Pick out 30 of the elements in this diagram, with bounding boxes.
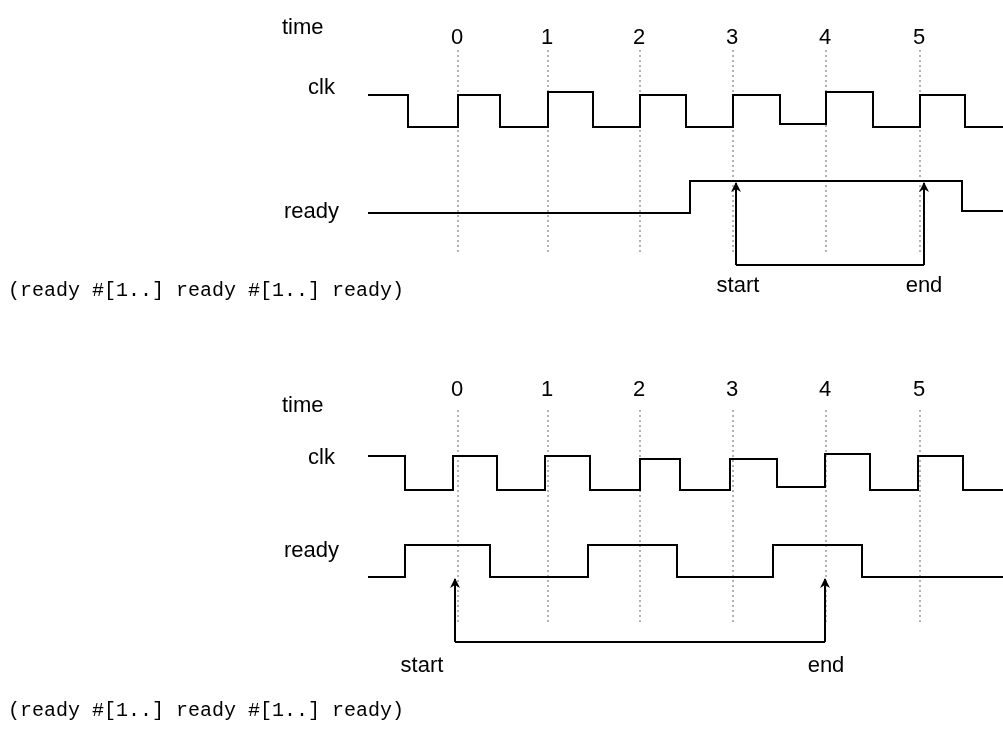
time-tick-label: 3 (726, 375, 739, 403)
marker-label: end (796, 646, 856, 678)
marker-label: start (700, 266, 776, 298)
leader-arrow (919, 182, 929, 266)
time-tick-label: 1 (541, 375, 554, 403)
marker-label: end (892, 266, 956, 298)
time-tick-label: 5 (913, 375, 926, 403)
signal-name: clk (308, 73, 335, 101)
ready-waveform (367, 180, 1003, 214)
signal-name: ready (284, 197, 340, 225)
time-tick-label: 0 (451, 375, 464, 403)
leader-arrow (731, 182, 741, 266)
time-tick-label: 4 (819, 23, 832, 51)
leader-arrow (820, 578, 830, 643)
time-tick-label: 5 (913, 23, 926, 51)
time-tick-label: 4 (819, 375, 832, 403)
sequence-expression: (ready #[1..] ready #[1..] ready) (8, 698, 405, 724)
time-tick-label: 2 (633, 375, 646, 403)
time-label: time (282, 391, 324, 419)
marker-label: start (388, 646, 456, 678)
sequence-expression: (ready #[1..] ready #[1..] ready) (8, 278, 405, 304)
leader-arrow (450, 578, 460, 643)
signal-name: ready (284, 536, 340, 564)
time-label: time (282, 13, 324, 41)
time-tick-label: 2 (633, 23, 646, 51)
time-tick-label: 1 (541, 23, 554, 51)
signal-name: clk (308, 443, 335, 471)
time-tick-label: 0 (451, 23, 464, 51)
time-tick-label: 3 (726, 23, 739, 51)
ready-waveform (367, 544, 1003, 578)
